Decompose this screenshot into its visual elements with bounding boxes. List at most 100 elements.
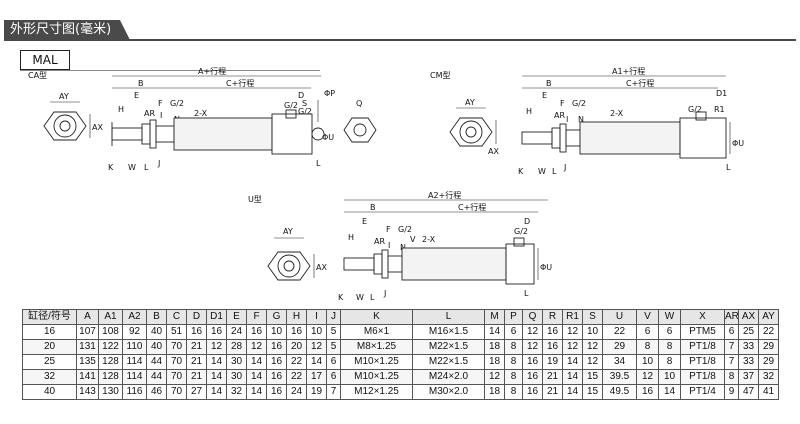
table-cell: 128 bbox=[98, 369, 123, 385]
table-cell: 14 bbox=[206, 354, 227, 370]
u-dim-phiu: ΦU bbox=[540, 263, 552, 272]
table-cell: 12 bbox=[562, 324, 583, 340]
table-cell: 37 bbox=[738, 369, 759, 385]
table-cell: 12 bbox=[206, 339, 227, 355]
table-cell: 122 bbox=[98, 339, 123, 355]
table-cell: 14 bbox=[206, 384, 227, 400]
table-cell: 15 bbox=[582, 384, 603, 400]
table-header-cell: L bbox=[412, 309, 485, 325]
u-dim-b: B bbox=[370, 203, 376, 212]
table-cell: 10 bbox=[306, 324, 327, 340]
table-cell: M22×1.5 bbox=[412, 354, 485, 370]
ca-dim-g2b: G/2 bbox=[284, 101, 298, 110]
cm-dim-g2b: G/2 bbox=[688, 105, 702, 114]
u-dim-v: V bbox=[410, 235, 416, 244]
ca-side-view: A+行程 B C+行程 E D H F G/2 AR I N 2-X G/2 S… bbox=[108, 66, 335, 172]
table-cell: 116 bbox=[122, 384, 147, 400]
table-cell: 110 bbox=[122, 339, 147, 355]
table-cell: 12 bbox=[246, 339, 267, 355]
table-cell: 9 bbox=[724, 384, 739, 400]
cm-dim-d1: D1 bbox=[716, 89, 727, 98]
table-cell: 12 bbox=[582, 354, 603, 370]
diagram-u: U型 AY AX A2+行程 B C+行程 E D H F G/2 AR I N… bbox=[248, 190, 552, 302]
cm-dim-h: H bbox=[526, 107, 532, 116]
table-cell: 7 bbox=[724, 354, 739, 370]
cm-label-w: W bbox=[538, 167, 546, 176]
table-cell: 18 bbox=[484, 339, 505, 355]
table-cell: 25 bbox=[22, 354, 77, 370]
table-cell: 16 bbox=[542, 339, 563, 355]
table-cell: 17 bbox=[306, 369, 327, 385]
table-header-cell: E bbox=[226, 309, 247, 325]
u-dim-f: F bbox=[386, 225, 391, 234]
ca-label-l2: L bbox=[316, 159, 321, 168]
ca-dim-phip: ΦP bbox=[324, 89, 335, 98]
table-header-cell: AX bbox=[738, 309, 759, 325]
table-cell: 14 bbox=[562, 384, 583, 400]
cm-dim-2x: 2-X bbox=[610, 109, 624, 118]
table-cell: 29 bbox=[758, 339, 779, 355]
table-cell: 32 bbox=[758, 369, 779, 385]
u-end-view: AY AX bbox=[267, 227, 327, 281]
table-cell: 14 bbox=[306, 354, 327, 370]
table-cell: M24×2.0 bbox=[412, 369, 485, 385]
table-cell: 44 bbox=[146, 354, 167, 370]
table-cell: 16 bbox=[522, 354, 543, 370]
model-label: MAL bbox=[20, 50, 70, 70]
table-cell: M8×1.25 bbox=[340, 339, 413, 355]
table-cell: 21 bbox=[186, 369, 207, 385]
table-cell: 6 bbox=[636, 324, 659, 340]
table-cell: 22 bbox=[286, 354, 307, 370]
u-dim-ar: AR bbox=[374, 237, 385, 246]
ca-dim-e: E bbox=[134, 91, 139, 100]
table-cell: PT1/8 bbox=[680, 369, 725, 385]
cm-ax: AX bbox=[488, 147, 499, 156]
table-cell: 16 bbox=[22, 324, 77, 340]
u-label-l1: L bbox=[370, 293, 375, 302]
table-cell: 16 bbox=[286, 324, 307, 340]
table-cell: 8 bbox=[504, 339, 523, 355]
ca-label-l1: L bbox=[144, 163, 149, 172]
cm-label-j: J bbox=[563, 163, 566, 172]
u-side-view: A2+行程 B C+行程 E D H F G/2 AR I N 2-X V G/… bbox=[338, 190, 552, 302]
ca-dim-f: F bbox=[158, 99, 163, 108]
u-ay: AY bbox=[283, 227, 293, 236]
table-cell: 8 bbox=[504, 384, 523, 400]
table-header-cell: V bbox=[636, 309, 659, 325]
u-dim-e: E bbox=[362, 217, 367, 226]
ca-dim-g2c: G/2 bbox=[298, 107, 312, 116]
cm-dim-b: B bbox=[546, 79, 552, 88]
table-cell: 16 bbox=[266, 339, 287, 355]
ca-ax: AX bbox=[92, 123, 103, 132]
table-cell: 10 bbox=[582, 324, 603, 340]
table-cell: 7 bbox=[326, 384, 341, 400]
table-cell: 14 bbox=[246, 354, 267, 370]
table-cell: 29 bbox=[758, 354, 779, 370]
ca-dim-2x: 2-X bbox=[194, 109, 208, 118]
table-cell: 114 bbox=[122, 354, 147, 370]
table-cell: 46 bbox=[146, 384, 167, 400]
cm-dim-a1: A1+行程 bbox=[612, 66, 645, 76]
table-cell: 143 bbox=[76, 384, 99, 400]
table-header-cell: S bbox=[582, 309, 603, 325]
table-cell: 16 bbox=[186, 324, 207, 340]
table-cell: 8 bbox=[658, 354, 681, 370]
ca-dim-i: I bbox=[160, 111, 162, 120]
table-header-cell: AY bbox=[758, 309, 779, 325]
table-header-cell: A2 bbox=[122, 309, 147, 325]
u-label-l2: L bbox=[524, 289, 529, 298]
u-type-label: U型 bbox=[248, 195, 262, 204]
ca-label-w: W bbox=[128, 163, 136, 172]
table-cell: 34 bbox=[602, 354, 637, 370]
cm-dim-phiu: ΦU bbox=[732, 139, 744, 148]
table-cell: 7 bbox=[724, 339, 739, 355]
table-header-cell: J bbox=[326, 309, 341, 325]
table-cell: 14 bbox=[246, 384, 267, 400]
cm-ay: AY bbox=[465, 98, 475, 107]
cm-label-l1: L bbox=[552, 167, 557, 176]
table-cell: PT1/8 bbox=[680, 354, 725, 370]
table-cell: PT1/8 bbox=[680, 339, 725, 355]
table-cell: 92 bbox=[122, 324, 147, 340]
table-cell: PTM5 bbox=[680, 324, 725, 340]
